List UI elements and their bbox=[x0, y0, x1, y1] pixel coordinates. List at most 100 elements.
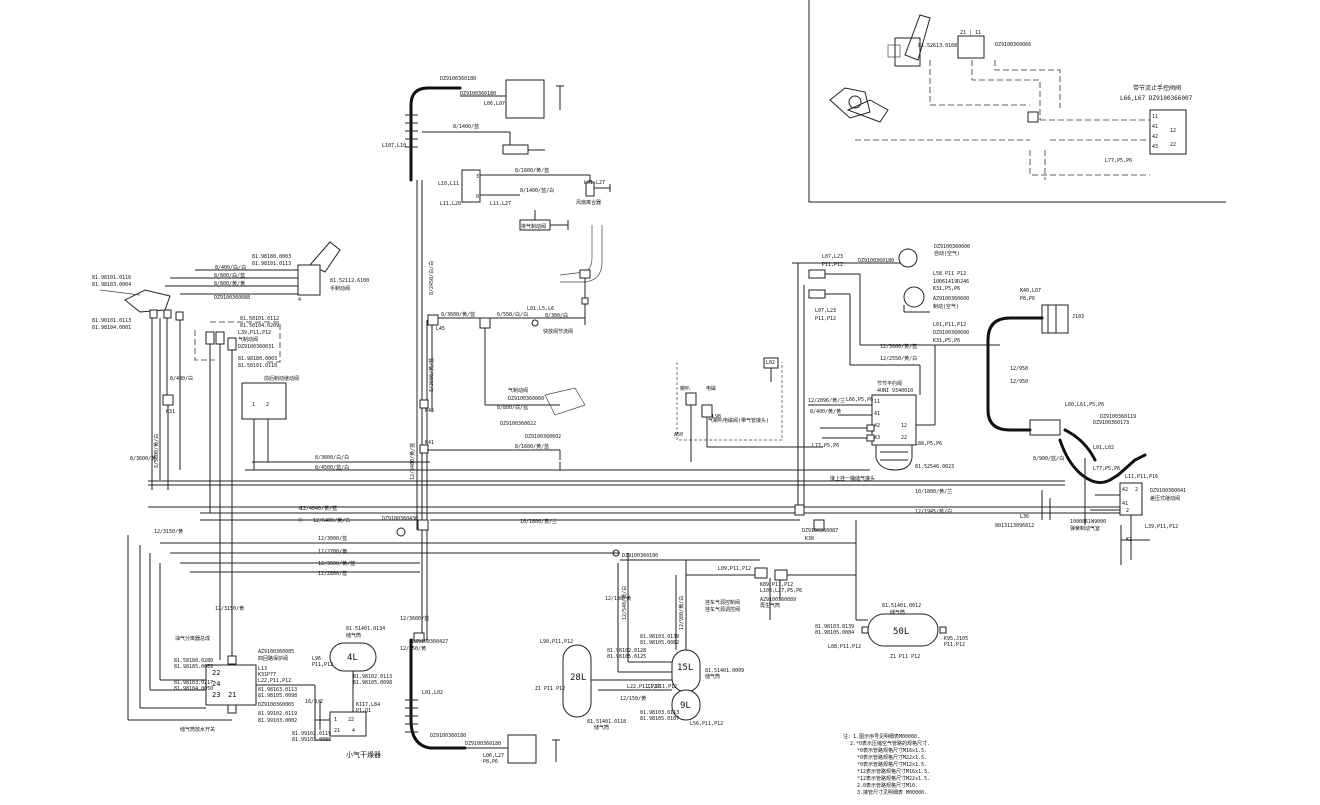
rv-port-11: 11 bbox=[874, 399, 880, 405]
lh-port: 4 bbox=[298, 297, 301, 303]
low-hose-a: 12/3000/蓝 bbox=[318, 535, 347, 542]
man-loc-b: L11,L20 bbox=[440, 201, 461, 207]
bus-lines: 12/4040/黄/蓝 12/6400/黄/白 10/1800/黄/兰 12/1… bbox=[148, 454, 1120, 621]
bh-code-a: DZ9100360180 bbox=[430, 733, 466, 739]
rr-port-2b: 2 bbox=[1126, 508, 1129, 514]
fc-code-c: 81.98105.0098 bbox=[258, 693, 297, 699]
horn-loc: A50 bbox=[674, 432, 683, 438]
tank-15l: 15L bbox=[677, 663, 693, 673]
sd-loc-a: K117,L84 bbox=[356, 702, 380, 708]
fc-left-code-b: 81.98185.0069 bbox=[174, 664, 213, 670]
tank-50l-loc-b: Z1 P11 P12 bbox=[890, 654, 920, 660]
inset-title: 带节流止手控阀阀 bbox=[1133, 84, 1181, 92]
fc-port-22: 22 bbox=[212, 669, 220, 677]
sd-port-4: 4 bbox=[352, 728, 355, 734]
rr-port-2: 2 bbox=[1135, 487, 1138, 493]
hose-k41: 8/1600/黄/蓝 bbox=[515, 443, 549, 450]
tank-4l-code: 81.51401.0134 bbox=[346, 626, 385, 632]
md-loc-b: K89,P11,P12 bbox=[760, 582, 793, 588]
tank-50l-name: 储气筒 bbox=[890, 609, 905, 616]
inset-small-label: 21 | 11 bbox=[960, 30, 981, 36]
man-loc-d: L11,L27 bbox=[490, 201, 511, 207]
bus-hose-b: 12/6400/黄/白 bbox=[313, 517, 350, 524]
rv-port-12: 12 bbox=[901, 423, 907, 429]
rv-hose-b: 8/400/黄/黄 bbox=[810, 408, 841, 415]
tank-50l-loc-d: P11,P12 bbox=[944, 642, 965, 648]
k20-code: DZ9100360430 bbox=[382, 516, 418, 522]
loc-k45: K45 bbox=[425, 408, 434, 414]
fc-port-24: 24 bbox=[212, 680, 220, 688]
inset-port-42: 42 bbox=[1152, 134, 1158, 140]
hose-t-c: 8/300/白 bbox=[545, 312, 568, 319]
comp-code-d: 10061419D246 bbox=[933, 279, 969, 285]
lf-loc: L39,P11,P12 bbox=[238, 330, 271, 336]
trunk-label-d: 8/5600/黄/白 bbox=[153, 434, 160, 468]
rs-code-b: P8,P6 bbox=[1020, 296, 1035, 302]
comp-hose: DZ9100360180 bbox=[858, 258, 894, 264]
bottom-tanks: DZ9100360180 DZ9100360180 L06,L27 P8,P6 … bbox=[382, 504, 968, 765]
rv-note: 接上挂一桶储气接头 bbox=[830, 475, 875, 482]
brake-valve-code: DZ9100360060 bbox=[508, 396, 544, 402]
tank-28l-name: 储气筒 bbox=[594, 724, 609, 731]
brake-valve-code-2: DZ9100360022 bbox=[500, 421, 536, 427]
rr-port-42: 42 bbox=[1122, 487, 1128, 493]
rv-hose-a: 12/2096/黄/兰 bbox=[808, 397, 845, 404]
man-loc-a: L10,L11 bbox=[438, 181, 459, 187]
md-loc-c: L106,L27,P5,P6 bbox=[760, 588, 802, 594]
loc-t: L01,L5,L6 bbox=[527, 306, 554, 312]
hose-man-a: 8/1600/黄/蓝 bbox=[515, 167, 549, 174]
loc-k41: K41 bbox=[425, 440, 434, 446]
rs-hose-a: 12/950 bbox=[1010, 366, 1028, 372]
horn-label-c: L98 bbox=[712, 414, 721, 420]
inset-panel: 21 | 11 DZ9100360066 81.52613.0108 带节流止手… bbox=[808, 0, 1226, 203]
trunk-label-f: 12/980/黄/白 bbox=[678, 596, 685, 630]
fan-clutch: 风扇离合器 bbox=[576, 199, 601, 206]
fc-label: 四回路保护阀 bbox=[258, 655, 288, 662]
comp-code-j: K31,P5,P6 bbox=[933, 338, 960, 344]
tank-28l-hose-b: 12/150/黄 bbox=[620, 695, 646, 702]
rs-code-a: K40,L07 bbox=[1020, 288, 1041, 294]
lh-code-a: 81.98180.0003 bbox=[252, 254, 291, 260]
md-code-b: AZ9100360089 bbox=[760, 597, 796, 603]
tank-4l: 4L bbox=[347, 653, 358, 663]
relay-loc-d: P11,P12 bbox=[815, 316, 836, 322]
inset-code-a: DZ9100360066 bbox=[995, 42, 1031, 48]
rv-port-43: 43 bbox=[874, 435, 880, 441]
hose-t-b: 6/550/白/白 bbox=[497, 311, 528, 318]
brake-valve-code-3: DZ9100360602 bbox=[525, 434, 561, 440]
lf-code-d: 81.98180.0003 bbox=[238, 356, 277, 362]
sd-loc-b: P1,Q1 bbox=[356, 708, 371, 714]
rs-loc-e: 8013113096812 bbox=[995, 523, 1034, 529]
fc-code-d: DZ9100360065 bbox=[258, 702, 294, 708]
notes: 注：1.图示序号见明细表M00000. 2.*0表示压缩空气管路的规格尺寸. *… bbox=[843, 733, 930, 796]
fc-code-b: 81.98163.0113 bbox=[258, 687, 297, 693]
fc-top-label: 油气分离器总成 bbox=[175, 635, 210, 642]
relay-loc-a: L07,L23 bbox=[822, 254, 843, 260]
relay-hose-a: 12/3000/黄/蓝 bbox=[880, 343, 917, 350]
bh-code-c: DZ9100360427 bbox=[412, 639, 448, 645]
bus-hose-c: 10/1800/黄/兰 bbox=[520, 518, 557, 525]
bus-hose-d: 12/1945/蓝/白 bbox=[915, 508, 952, 515]
tank-4l-loc-b: P11,P12 bbox=[312, 662, 333, 668]
tank-9l-loc: L56,P11,P12 bbox=[690, 721, 723, 727]
trunk-label-a: 12/3400/黄/蓝 bbox=[409, 443, 416, 480]
lp-code-a: 81.98101.0116 bbox=[92, 275, 131, 281]
trunk-labels: 12/3400/黄/蓝 8/2450/白/白 8/3600/黄/蓝 8/5600… bbox=[153, 261, 685, 630]
note-2: *0表示管路规格尺寸M16x1.5. bbox=[857, 747, 927, 754]
tank-4l-loc-a: L96 bbox=[312, 656, 321, 662]
rv-port-42: 42 bbox=[874, 423, 880, 429]
bh-vert-b: 12/3600/蓝 bbox=[400, 615, 429, 622]
lh-label: 手制动阀 bbox=[330, 285, 350, 292]
fc-bot-label: 储气筒放水开关 bbox=[180, 726, 215, 733]
fc-code-e: 81.99102.0119 bbox=[258, 711, 297, 717]
rs-code-d: DZ9100360119 bbox=[1100, 414, 1136, 420]
sd-label: 小气干燥器 bbox=[346, 750, 381, 759]
tank-4l-code-b: 81.98102.0113 bbox=[353, 674, 392, 680]
trunk-label-c: 8/3600/黄/蓝 bbox=[428, 358, 435, 392]
rr-small: K1 bbox=[1126, 537, 1132, 543]
rs-code-g: L77,P5,P6 bbox=[1093, 466, 1120, 472]
inset-port-22: 22 bbox=[1170, 142, 1176, 148]
hose-t-a: 8/3600/黄/蓝 bbox=[441, 311, 475, 318]
note-1: 2.*0表示压缩空气管路的规格尺寸. bbox=[850, 740, 930, 747]
md-loc-a: L09,P11,P12 bbox=[718, 566, 751, 572]
